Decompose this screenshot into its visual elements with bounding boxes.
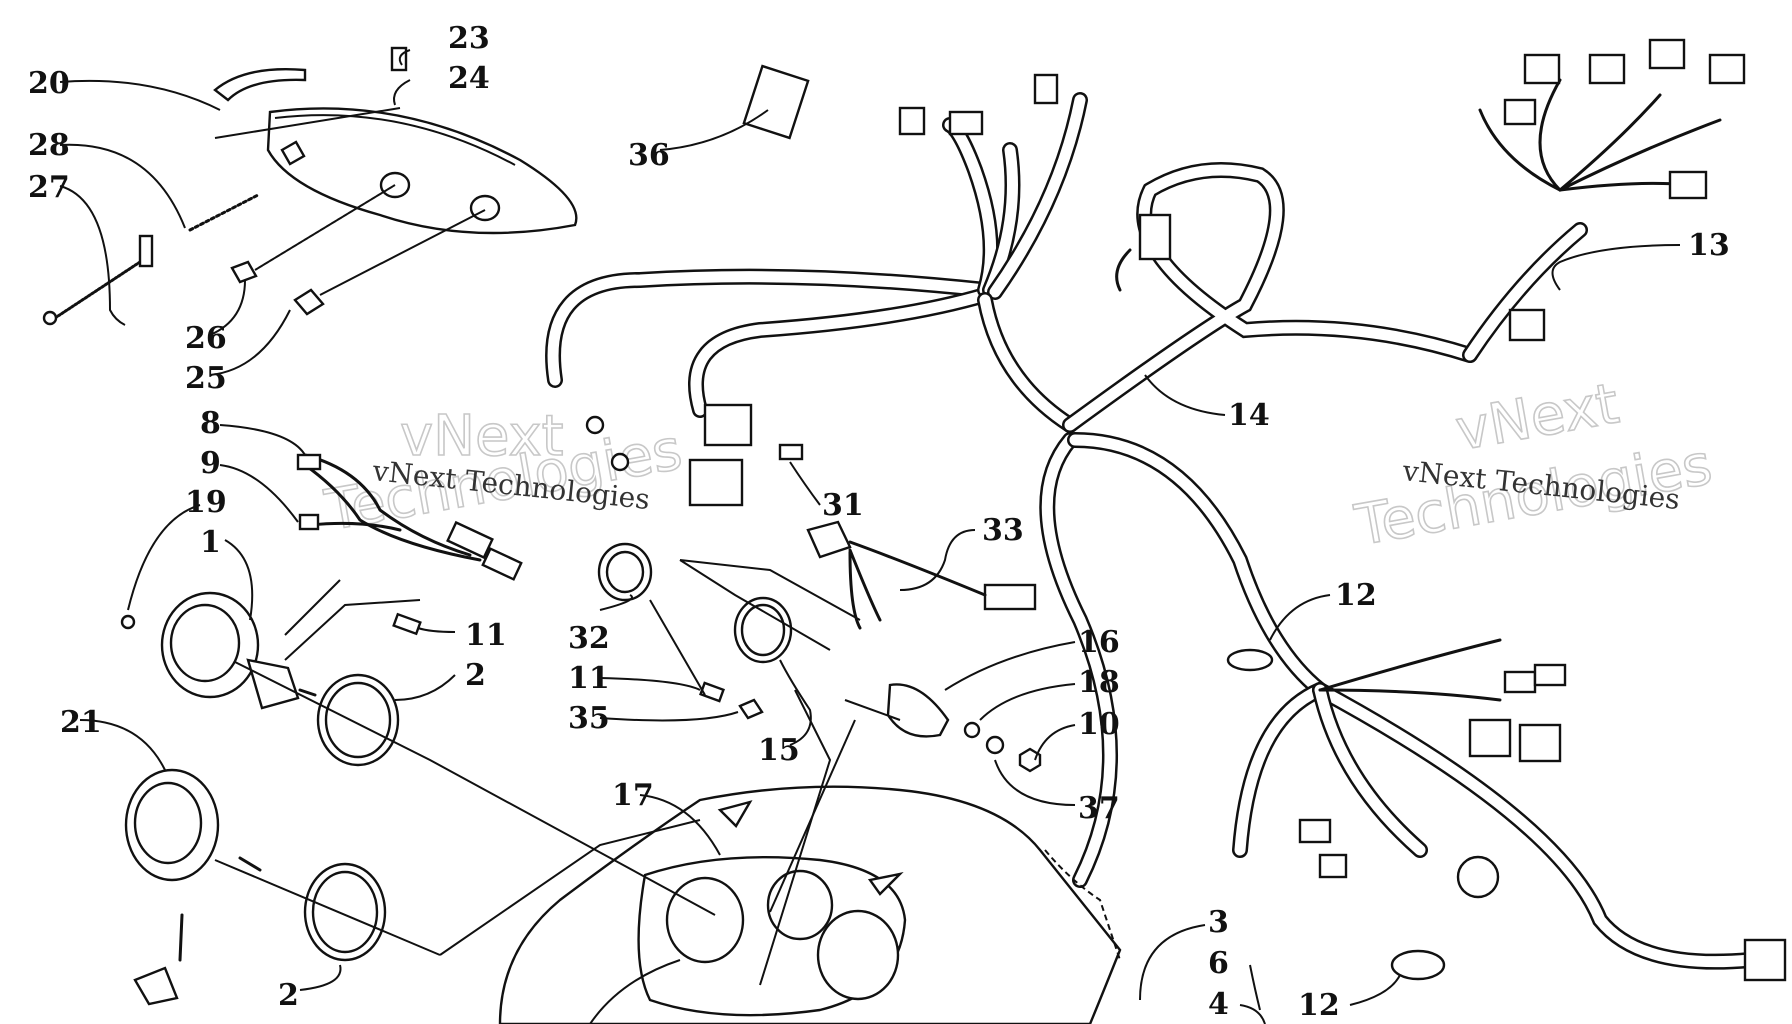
callout-19: 19 (185, 485, 227, 520)
callout-26: 26 (185, 321, 227, 356)
watermark-right: vNext Technologies vNext Technologies (1349, 371, 1717, 560)
callout-6: 6 (1208, 946, 1229, 981)
gauge-wiring (296, 453, 523, 581)
connector-13-e (1503, 98, 1537, 126)
watermark-left: vNext Technologies vNext Technologies (319, 403, 687, 545)
connector-harness-d (1138, 213, 1172, 261)
callout-33: 33 (982, 513, 1024, 548)
connector-harness-a (898, 106, 926, 136)
callout-35: 35 (568, 701, 610, 736)
callout-17: 17 (612, 778, 654, 813)
gauge-21 (124, 768, 387, 962)
washer-18 (963, 721, 981, 739)
callout-16: 16 (1078, 625, 1120, 660)
callout-14: 14 (1228, 398, 1270, 433)
callout-11-lower: 11 (568, 661, 610, 696)
leader-lines (59, 49, 1681, 1024)
screw-19 (120, 614, 136, 630)
callout-28: 28 (28, 128, 70, 163)
gauges (120, 542, 1042, 1006)
gauge-16 (886, 683, 1042, 773)
connector-13-b (1588, 53, 1626, 85)
connector-harness-b (948, 110, 984, 136)
ring-12-lower (1390, 949, 1446, 981)
callout-13: 13 (1688, 228, 1730, 263)
wiring-harness (545, 78, 1758, 970)
bulb-socket-lower (469, 194, 501, 222)
connector-31-housing (703, 403, 753, 447)
alignment-lines (214, 559, 901, 986)
bulb-25 (293, 288, 325, 316)
fuse-31 (778, 443, 804, 461)
headlight-trim (213, 68, 307, 102)
round-connector (1456, 855, 1500, 899)
connector-lower-b (1518, 723, 1562, 763)
callout-18: 18 (1078, 665, 1120, 700)
connector-13-f (1668, 170, 1708, 200)
callout-11-upper: 11 (465, 618, 507, 653)
gauge-32 (597, 542, 793, 664)
connector-13-a (1523, 53, 1561, 85)
callout-27: 27 (28, 170, 70, 205)
spring-28 (188, 193, 260, 232)
connector-33 (983, 583, 1037, 611)
bulb-11-upper (392, 612, 422, 636)
connector-lower-a (1468, 718, 1512, 758)
module-36 (742, 64, 810, 140)
callout-24: 24 (448, 61, 490, 96)
callout-8: 8 (200, 406, 221, 441)
socket-35 (738, 698, 764, 720)
gauge-1 (120, 591, 400, 767)
callout-2-lower: 2 (278, 978, 299, 1013)
callout-31: 31 (822, 488, 864, 523)
ring-12-upper (1226, 648, 1274, 672)
lockwasher-37 (985, 735, 1005, 755)
connector-31-block (688, 458, 744, 507)
callout-2-upper: 2 (465, 658, 486, 693)
connector-13-c (1648, 38, 1686, 70)
connectors (585, 38, 1787, 982)
callout-21: 21 (60, 705, 102, 740)
bulb-11-lower (699, 681, 725, 703)
dash-console (498, 785, 1122, 1024)
callout-9: 9 (200, 446, 221, 481)
callout-25: 25 (185, 361, 227, 396)
headlight-assembly (42, 46, 578, 326)
connector-lower-right (1743, 938, 1787, 982)
callout-1: 1 (200, 525, 221, 560)
connector-13-d (1708, 53, 1746, 85)
callout-3: 3 (1208, 905, 1229, 940)
callout-12-upper: 12 (1335, 578, 1377, 613)
headlight-housing (266, 107, 578, 235)
callout-37: 37 (1078, 791, 1120, 826)
callout-20: 20 (28, 66, 70, 101)
callout-4: 4 (1208, 987, 1229, 1022)
callout-36: 36 (628, 138, 670, 173)
bracket-27 (138, 234, 154, 268)
connector-lower-f (1318, 853, 1348, 879)
callout-labels: 20 23 24 28 27 26 25 36 13 14 8 9 19 1 1… (28, 21, 1730, 1023)
callout-15: 15 (758, 733, 800, 768)
switch-33 (806, 520, 852, 559)
connector-harness-c (1033, 73, 1059, 105)
nut-10 (1018, 747, 1042, 773)
callout-23: 23 (448, 21, 490, 56)
pilot-lamp (133, 966, 179, 1006)
callout-10: 10 (1078, 707, 1120, 742)
callout-12-lower: 12 (1298, 988, 1340, 1023)
watermark-outline-vnext-left: vNext (400, 404, 564, 469)
connector-13 (1508, 308, 1546, 342)
screw-27 (53, 260, 142, 320)
connector-lower-e (1298, 818, 1332, 844)
watermark-outline-vnext-right: vNext (1451, 371, 1623, 463)
callout-32: 32 (568, 621, 610, 656)
connector-lower-c (1503, 670, 1537, 694)
connector-lower-d (1533, 663, 1567, 687)
bulb-26 (230, 260, 258, 284)
